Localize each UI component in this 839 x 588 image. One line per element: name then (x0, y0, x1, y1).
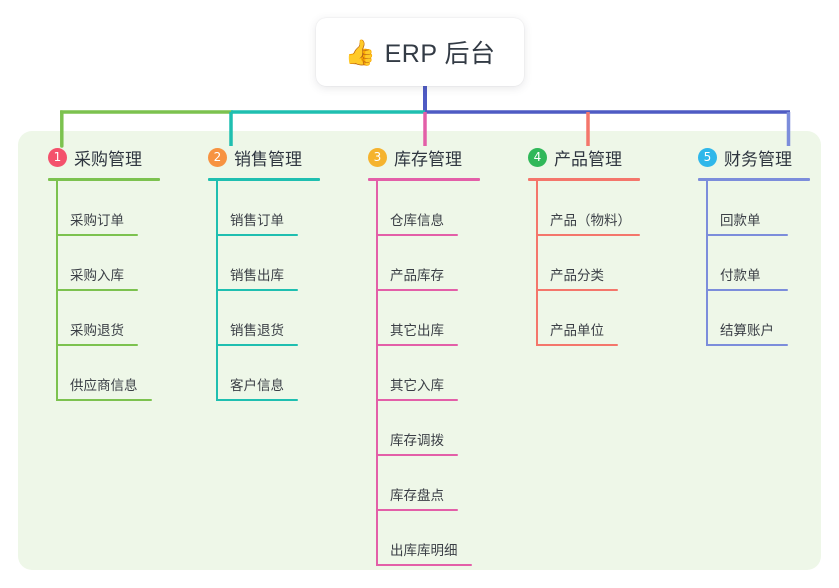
column-5: 5 财务管理回款单付款单结算账户 (698, 145, 810, 346)
badge-number-icon: 2 (208, 147, 227, 167)
column-underline (208, 178, 320, 181)
list-item[interactable]: 其它出库 (368, 291, 480, 346)
item-underline (376, 509, 458, 511)
list-item[interactable]: 仓库信息 (368, 181, 480, 236)
column-underline (368, 178, 480, 181)
column-header-3[interactable]: 3 库存管理 (368, 145, 480, 169)
item-label: 其它入库 (390, 378, 444, 393)
list-item[interactable]: 出库库明细 (368, 511, 480, 566)
item-label: 销售退货 (230, 323, 284, 338)
list-item[interactable]: 回款单 (698, 181, 810, 236)
item-label: 出库库明细 (390, 543, 458, 558)
badge-number-icon: 1 (48, 147, 67, 167)
column-header-1[interactable]: 1 采购管理 (48, 145, 160, 169)
badge-number-icon: 3 (368, 147, 387, 167)
item-label: 采购退货 (70, 323, 124, 338)
column-4: 4 产品管理产品（物料） 产品分类产品单位 (528, 145, 640, 346)
column-header-4[interactable]: 4 产品管理 (528, 145, 640, 169)
item-label: 结算账户 (720, 323, 774, 338)
column-title: 采购管理 (74, 149, 142, 169)
item-label: 付款单 (720, 268, 761, 283)
list-item[interactable]: 采购退货 (48, 291, 160, 346)
item-underline (216, 289, 298, 291)
item-underline (56, 289, 138, 291)
item-underline (706, 344, 788, 346)
column-title: 销售管理 (234, 149, 302, 169)
item-underline (376, 344, 458, 346)
column-items: 仓库信息产品库存其它出库其它入库库存调拨库存盘点出库库明细 (368, 181, 480, 566)
item-label: 采购订单 (70, 213, 124, 228)
list-item[interactable]: 销售退货 (208, 291, 320, 346)
column-title: 财务管理 (724, 149, 792, 169)
item-label: 回款单 (720, 213, 761, 228)
item-underline (536, 234, 640, 236)
item-underline (216, 399, 298, 401)
item-label: 客户信息 (230, 378, 284, 393)
item-underline (536, 344, 618, 346)
list-item[interactable]: 产品单位 (528, 291, 640, 346)
list-item[interactable]: 供应商信息 (48, 346, 160, 401)
item-label: 产品单位 (550, 323, 604, 338)
list-item[interactable]: 库存盘点 (368, 456, 480, 511)
item-underline (376, 234, 458, 236)
list-item[interactable]: 结算账户 (698, 291, 810, 346)
column-3: 3 库存管理仓库信息产品库存其它出库其它入库库存调拨库存盘点出库库明细 (368, 145, 480, 566)
item-label: 其它出库 (390, 323, 444, 338)
column-title: 库存管理 (394, 149, 462, 169)
list-item[interactable]: 采购入库 (48, 236, 160, 291)
column-header-5[interactable]: 5 财务管理 (698, 145, 810, 169)
list-item[interactable]: 其它入库 (368, 346, 480, 401)
item-underline (56, 344, 138, 346)
item-label: 供应商信息 (70, 378, 138, 393)
item-underline (376, 564, 472, 566)
diagram-panel (18, 131, 821, 570)
item-underline (376, 399, 458, 401)
item-label: 库存调拨 (390, 433, 444, 448)
root-node-card[interactable]: 👍 ERP 后台 (316, 18, 524, 86)
item-label: 采购入库 (70, 268, 124, 283)
column-underline (698, 178, 810, 181)
column-items: 采购订单采购入库采购退货供应商信息 (48, 181, 160, 401)
list-item[interactable]: 客户信息 (208, 346, 320, 401)
item-label: 销售出库 (230, 268, 284, 283)
item-underline (56, 399, 152, 401)
badge-number-icon: 4 (528, 147, 547, 167)
item-label: 产品分类 (550, 268, 604, 283)
column-1: 1 采购管理采购订单采购入库采购退货供应商信息 (48, 145, 160, 401)
item-underline (536, 289, 618, 291)
list-item[interactable]: 库存调拨 (368, 401, 480, 456)
item-label: 产品（物料） (550, 213, 631, 228)
item-underline (376, 289, 458, 291)
column-items: 销售订单销售出库销售退货客户信息 (208, 181, 320, 401)
list-item[interactable]: 销售出库 (208, 236, 320, 291)
column-title: 产品管理 (554, 149, 622, 169)
item-underline (376, 454, 458, 456)
badge-number-icon: 5 (698, 147, 717, 167)
list-item[interactable]: 付款单 (698, 236, 810, 291)
list-item[interactable]: 产品分类 (528, 236, 640, 291)
column-items: 回款单付款单结算账户 (698, 181, 810, 346)
list-item[interactable]: 产品（物料） (528, 181, 640, 236)
column-header-2[interactable]: 2 销售管理 (208, 145, 320, 169)
list-item[interactable]: 销售订单 (208, 181, 320, 236)
list-item[interactable]: 产品库存 (368, 236, 480, 291)
column-underline (48, 178, 160, 181)
item-label: 产品库存 (390, 268, 444, 283)
column-2: 2 销售管理销售订单销售出库销售退货客户信息 (208, 145, 320, 401)
list-item[interactable]: 采购订单 (48, 181, 160, 236)
item-underline (56, 234, 138, 236)
thumbs-up-icon: 👍 (344, 38, 376, 67)
item-label: 库存盘点 (390, 488, 444, 503)
item-label: 销售订单 (230, 213, 284, 228)
item-underline (216, 234, 298, 236)
item-label: 仓库信息 (390, 213, 444, 228)
item-underline (706, 289, 788, 291)
item-underline (216, 344, 298, 346)
root-title: ERP 后台 (384, 40, 496, 68)
column-underline (528, 178, 640, 181)
column-items: 产品（物料） 产品分类产品单位 (528, 181, 640, 346)
item-underline (706, 234, 788, 236)
